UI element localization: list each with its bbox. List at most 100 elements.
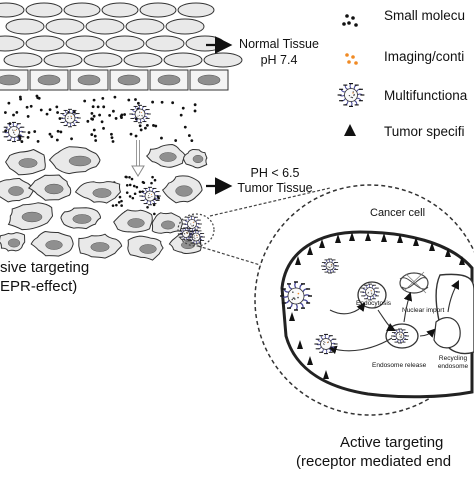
nanoparticle xyxy=(280,281,312,311)
nanoparticle xyxy=(314,333,338,355)
legend-small-molecule-label: Small molecu xyxy=(384,8,466,23)
receptor xyxy=(295,256,301,265)
recycling-line2: endosome xyxy=(437,363,469,370)
normal-cell xyxy=(3,52,43,68)
small-molecule-dot xyxy=(152,203,156,207)
endothelial-nucleus xyxy=(117,74,141,86)
small-molecule-dot xyxy=(55,105,59,109)
small-molecule-dot xyxy=(18,95,22,99)
tumor-tissue-name: Tumor Tissue xyxy=(237,181,313,195)
normal-cell xyxy=(0,35,25,52)
small-molecule-dot xyxy=(111,204,115,207)
small-molecule-dot xyxy=(36,139,40,143)
small-molecule-dot xyxy=(39,108,43,112)
dna-icon xyxy=(399,271,429,294)
small-molecule-dot xyxy=(117,201,121,204)
small-molecule-dot xyxy=(125,183,129,187)
legend-imaging-label: Imaging/conti xyxy=(384,49,465,64)
normal-cell xyxy=(125,18,165,35)
legend-multifunctional-icon xyxy=(337,83,365,107)
endocytosis-label: Endocytosis xyxy=(356,300,392,307)
small-molecule-dot xyxy=(27,131,31,134)
small-molecule-dot xyxy=(127,98,131,102)
small-molecule-dot xyxy=(145,124,149,127)
small-molecule-dot xyxy=(56,129,60,133)
small-molecule-dot xyxy=(139,128,143,132)
small-molecule-dot xyxy=(171,101,175,105)
small-molecule-dot xyxy=(33,130,37,133)
tumor-nucleus xyxy=(8,186,24,196)
small-molecule-dot xyxy=(136,101,140,105)
small-molecule-dot xyxy=(7,101,11,105)
normal-cell xyxy=(65,35,105,52)
small-molecule-dot xyxy=(181,106,185,110)
legend-multifunctional-label: Multifunctiona xyxy=(384,88,468,103)
small-molecule-dot xyxy=(144,126,147,130)
small-molecule-dot xyxy=(91,105,95,109)
small-molecule-dot xyxy=(29,104,33,108)
endosome-release-label: Endosome release xyxy=(372,362,427,369)
small-molecule-dot xyxy=(102,105,106,109)
small-molecule-dot xyxy=(90,111,94,115)
receptor xyxy=(349,232,355,241)
small-molecule-dot xyxy=(123,113,126,116)
nanoparticle xyxy=(177,227,195,241)
tumor-tissue-ph: PH < 6.5 xyxy=(250,166,300,180)
endothelial-nucleus xyxy=(37,74,61,86)
small-molecule-dot xyxy=(101,96,105,100)
small-molecule-dot xyxy=(19,97,22,101)
tumor-nucleus xyxy=(72,214,92,224)
zoom-source-circle xyxy=(177,213,215,247)
small-molecule-dot xyxy=(160,136,163,140)
normal-tissue-name: Normal Tissue xyxy=(239,37,319,51)
small-molecule-dot xyxy=(132,184,136,188)
small-molecule-dot xyxy=(18,135,21,138)
small-molecule-dot xyxy=(26,115,30,118)
small-molecule-dot xyxy=(72,110,76,114)
small-molecule-dot xyxy=(70,137,73,141)
normal-cell xyxy=(5,18,45,35)
tumor-nucleus xyxy=(90,242,110,252)
small-molecule-dot xyxy=(59,130,63,134)
receptor xyxy=(335,234,341,243)
nanoparticle xyxy=(139,186,161,206)
small-molecule-dot xyxy=(45,112,49,116)
small-molecule-dot xyxy=(25,105,29,109)
tumor-nucleus xyxy=(161,220,175,230)
small-molecule-dot xyxy=(110,132,113,136)
small-molecule-dot xyxy=(130,177,134,181)
small-molecule-dot xyxy=(102,126,105,130)
receptor xyxy=(459,256,465,265)
tumor-tissue-label: PH < 6.5 Tumor Tissue xyxy=(232,166,318,196)
tumor-nucleus xyxy=(139,244,157,254)
normal-cell xyxy=(123,52,163,68)
tumor-nucleus xyxy=(44,183,64,195)
small-molecule-dot xyxy=(35,94,39,98)
receptor xyxy=(429,242,435,251)
receptor xyxy=(323,370,329,379)
tumor-nucleus xyxy=(45,240,63,250)
normal-tissue-label: Normal Tissue pH 7.4 xyxy=(226,36,332,68)
normal-cell xyxy=(85,18,125,35)
zoom-line-bottom xyxy=(197,245,271,269)
small-molecule-dot xyxy=(154,124,158,128)
nanoparticle xyxy=(391,328,409,344)
receptor xyxy=(365,232,371,241)
legend-nanoparticle xyxy=(337,83,365,107)
small-molecule-dot xyxy=(138,124,142,128)
small-molecule-dot xyxy=(174,139,178,142)
nanoparticles xyxy=(2,104,205,245)
tumor-nucleus xyxy=(175,185,193,197)
small-molecule-dot xyxy=(183,125,187,129)
tumor-nucleus xyxy=(21,211,43,223)
small-molecule-dot xyxy=(50,135,54,139)
tumor-tissue-cells xyxy=(0,143,208,261)
normal-tissue-cells xyxy=(0,2,243,91)
small-molecule-dot xyxy=(92,114,96,118)
small-molecule-dot xyxy=(92,128,96,132)
active-targeting-line2: (receptor mediated end xyxy=(296,453,452,470)
small-molecule-dot xyxy=(108,113,112,117)
normal-cell xyxy=(83,52,123,68)
normal-cell xyxy=(45,18,85,35)
